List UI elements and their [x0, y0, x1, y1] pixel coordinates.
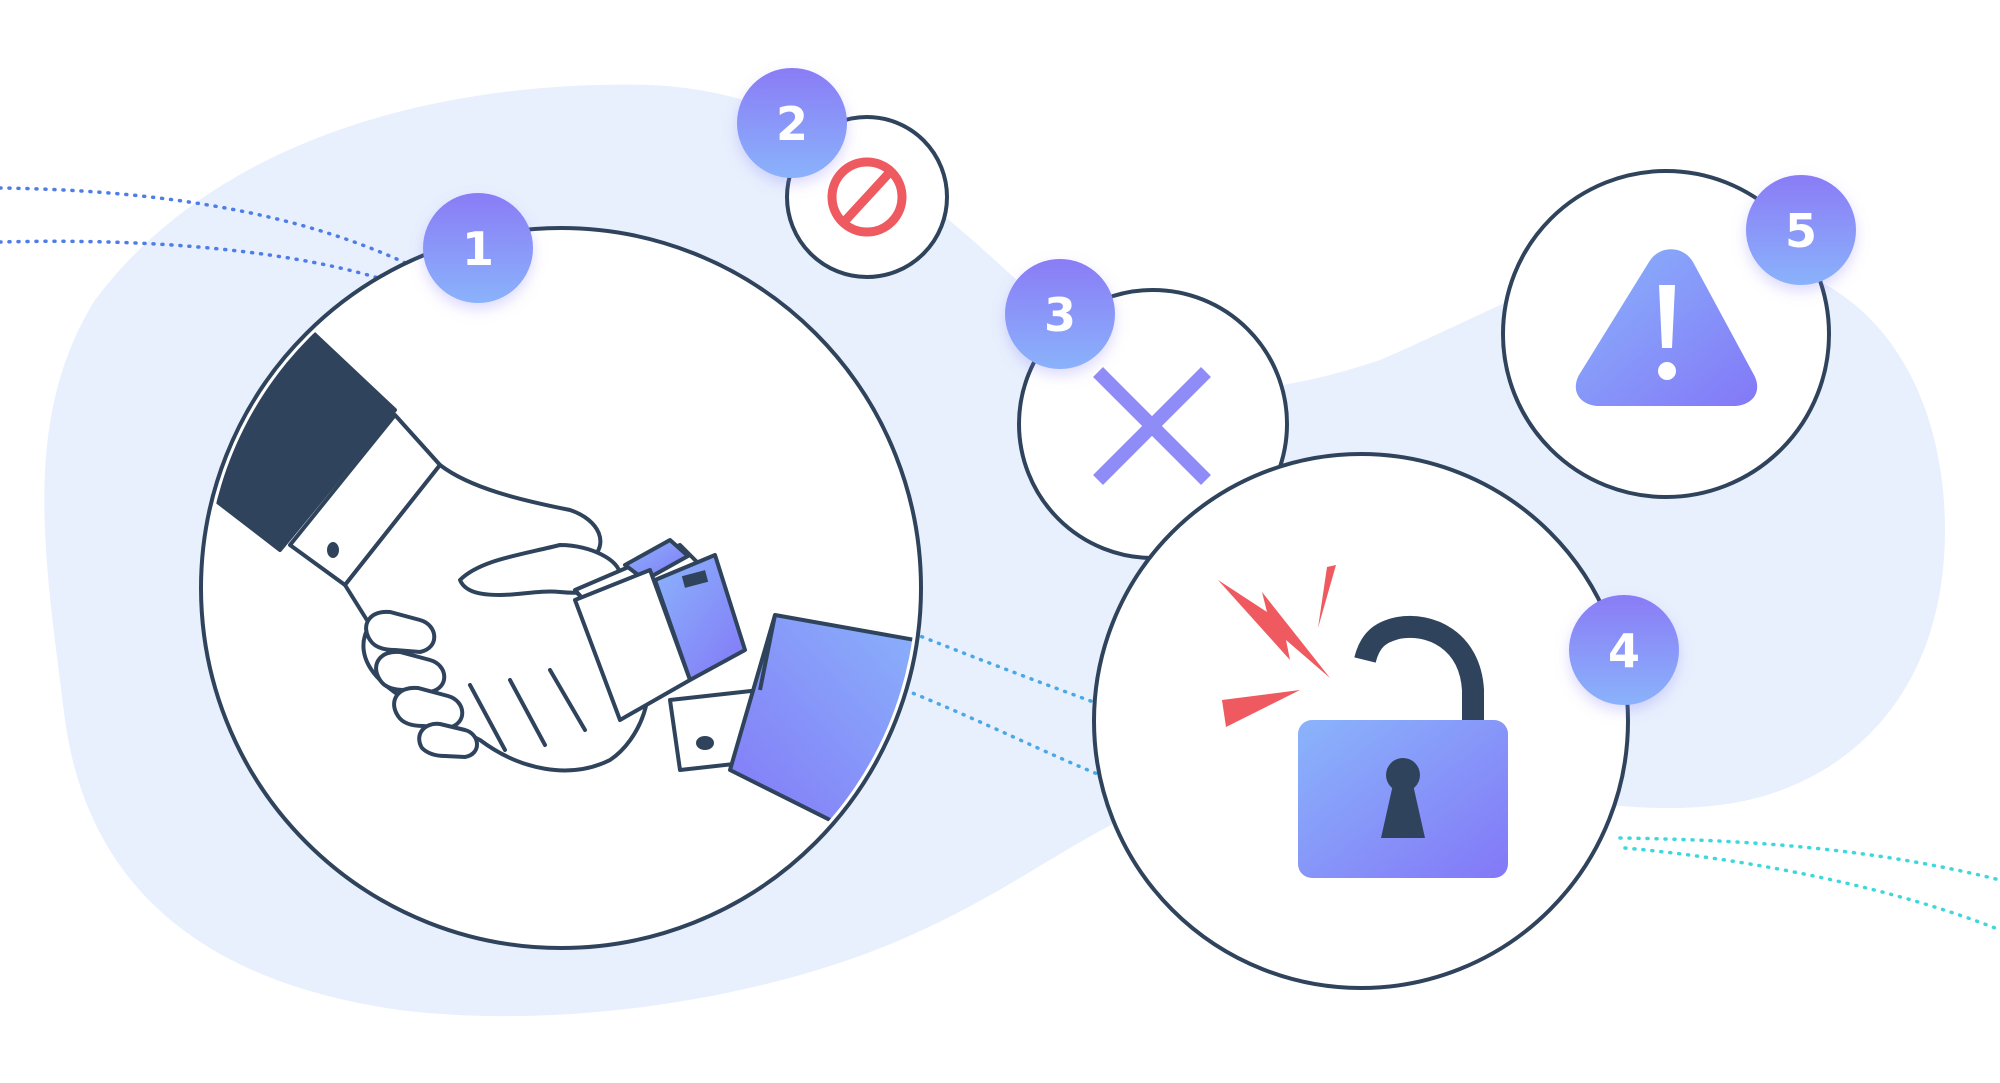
handshake-circle [199, 226, 923, 950]
broken-padlock-icon [1218, 565, 1508, 878]
badge-3-label: 3 [1044, 288, 1076, 342]
badge-5-label: 5 [1785, 204, 1817, 258]
badge-4-label: 4 [1608, 624, 1640, 678]
dotted-line-right-lower [1623, 846, 2000, 932]
badge-5: 5 [1746, 175, 1856, 285]
badge-4: 4 [1569, 595, 1679, 705]
close-x-icon [1093, 367, 1211, 485]
dotted-line-left-lower [0, 239, 402, 287]
padlock-circle [1092, 452, 1630, 990]
badge-1: 1 [423, 193, 533, 303]
dotted-line-right-upper [1618, 836, 2000, 882]
badge-2-label: 2 [776, 97, 808, 151]
dotted-line-middle-lower [903, 688, 1102, 777]
handshake-bribe-icon [206, 248, 916, 842]
prohibited-icon [827, 157, 907, 237]
warning-circle [1501, 169, 1831, 499]
dotted-line-middle-upper [903, 628, 1112, 710]
dotted-line-left-upper [0, 186, 422, 272]
badge-3: 3 [1005, 259, 1115, 369]
badge-2: 2 [737, 68, 847, 178]
badge-1-label: 1 [462, 222, 494, 276]
warning-triangle-icon [1575, 249, 1758, 406]
